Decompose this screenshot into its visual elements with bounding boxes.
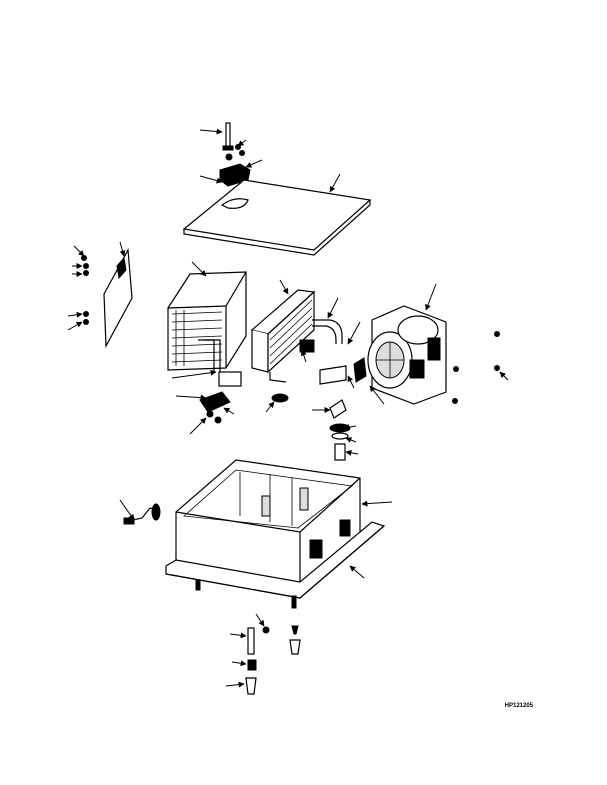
heater-core [250,289,343,383]
evaporator-coil [167,271,247,372]
filter-grille [81,247,133,349]
blower-assembly [353,305,447,405]
base-housing [165,459,386,609]
thermostat-switch [199,365,347,424]
drain-fittings [329,399,351,461]
callout-arrows [67,128,509,688]
top-cover-panel [182,179,372,256]
bottom-fittings [245,625,301,695]
figure-id-label: HP121205 [504,703,533,709]
top-bolt-stack [219,122,251,187]
right-hardware [452,331,500,404]
wiring-harness [123,503,161,525]
